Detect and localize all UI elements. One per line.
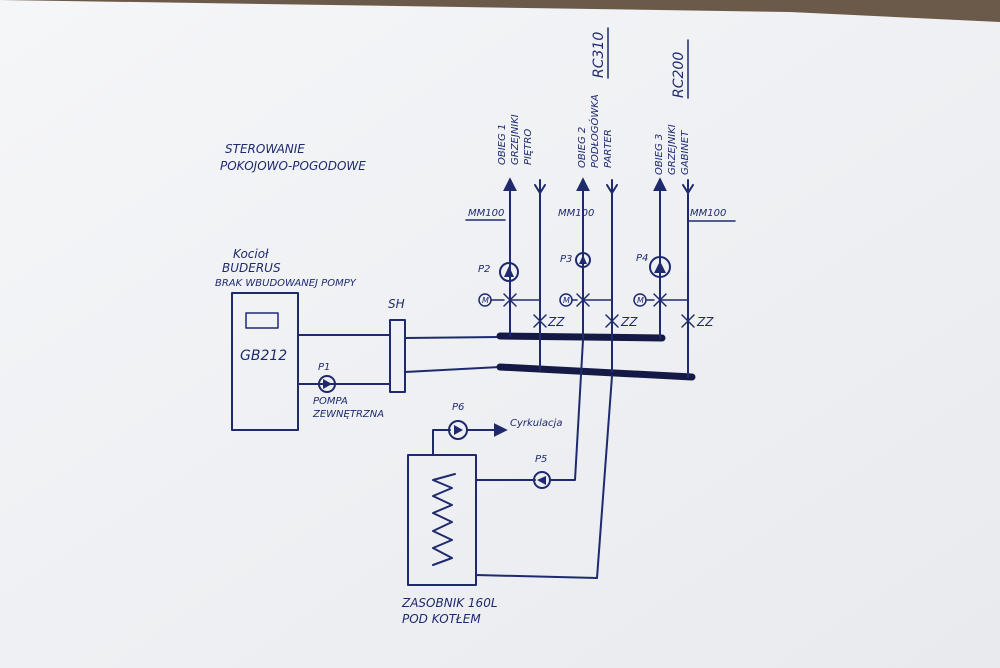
pump-p5-arrow-icon <box>537 476 546 485</box>
circuit-2-label-1: OBIEG 2 <box>577 127 588 168</box>
pump-p4-icon <box>649 256 671 278</box>
circuit-1-return-arrow-icon <box>534 184 546 194</box>
shutoff-valve-1-icon <box>533 314 547 328</box>
circuit-3: P4 M ZZ OBIEG 3 GRZEJNIKI GABINET RC200 … <box>633 39 736 378</box>
boiler-label-1: Kocioł <box>233 247 269 261</box>
supply-manifold <box>496 332 666 342</box>
title-line-1: STEROWANIE <box>225 142 305 156</box>
circuit-2-label-2: PODŁOGÓWKA <box>588 94 601 168</box>
module-2-label: MM100 <box>558 208 594 219</box>
circuit-3-label-1: OBIEG 3 <box>654 134 665 175</box>
pump-p5-label: P5 <box>535 454 547 465</box>
pump-p3-arrow-icon <box>579 255 587 264</box>
pump-p3-label: P3 <box>560 254 572 265</box>
p5-branch-pipe <box>549 339 584 481</box>
circuit-3-label: OBIEG 3 GRZEJNIKI GABINET <box>654 124 691 175</box>
circuit-1-label-2: GRZEJNIKI <box>510 114 521 165</box>
shutoff-valve-2-icon <box>605 314 619 328</box>
circuit-2-label-3: PARTER <box>603 129 614 168</box>
separator-label: SH <box>388 297 405 311</box>
shutoff-valve-3-label: ZZ <box>696 315 714 329</box>
circuit-2: P3 M ZZ OBIEG 2 PODŁOGÓWKA PARTER RC310 … <box>558 27 638 373</box>
pump-p1-desc-2: ZEWNĘTRZNA <box>312 409 384 420</box>
pump-p6-arrow-icon <box>454 425 463 435</box>
circulation-label: Cyrkulacja <box>510 418 562 429</box>
tank-coil-icon <box>432 473 456 566</box>
pump-p5: P5 <box>533 454 551 489</box>
boiler: Kocioł BUDERUS BRAK WBUDOWANEJ POMPY GB2… <box>215 247 357 431</box>
module-1-label: MM100 <box>468 208 504 219</box>
controller-rc310: RC310 <box>591 32 607 78</box>
controller-rc310-label: RC310 <box>591 32 607 78</box>
pump-p2-label: P2 <box>478 264 490 275</box>
pump-p6-label: P6 <box>452 402 464 413</box>
valve-motor-2-label: M <box>563 296 570 305</box>
boiler-model: GB212 <box>240 348 287 364</box>
boiler-label-3: BRAK WBUDOWANEJ POMPY <box>215 278 357 289</box>
pump-p2-icon <box>499 262 519 282</box>
circuit-1-label-3: PIĘTRO <box>523 129 534 165</box>
shutoff-valve-1-label: ZZ <box>547 315 565 329</box>
pump-p1-label: P1 <box>318 362 330 373</box>
valve-motor-1-label: M <box>482 296 489 305</box>
separator-body <box>389 319 406 393</box>
hydraulic-separator: SH <box>388 297 406 393</box>
hot-water-tank: ZASOBNIK 160L POD KOTŁEM <box>401 454 498 626</box>
circuit-3-label-2: GRZEJNIKI <box>667 124 678 175</box>
circuit-1: P2 M ZZ OBIEG 1 GRZEJNIKI PIĘTRO MM100 <box>465 114 565 371</box>
circuit-3-return-arrow-icon <box>682 184 694 194</box>
controller-rc200-label: RC200 <box>671 52 687 98</box>
boiler-display <box>245 312 279 329</box>
boiler-label-2: BUDERUS <box>222 261 281 275</box>
pump-p2-arrow-icon <box>504 266 514 277</box>
title-line-2: POKOJOWO-POGODOWE <box>220 159 366 173</box>
pump-p4-arrow-icon <box>654 261 666 273</box>
pump-p6-icon <box>448 420 468 440</box>
pump-p1-arrow-icon <box>323 379 332 389</box>
shutoff-valve-3-icon <box>681 314 695 328</box>
pump-p4-label: P4 <box>636 253 648 264</box>
tank-label-2: POD KOTŁEM <box>402 612 481 626</box>
controller-rc200: RC200 <box>671 52 687 98</box>
circuit-3-label-3: GABINET <box>680 130 691 175</box>
return-manifold <box>496 363 696 381</box>
pump-p6: P6 <box>448 402 468 440</box>
tank-body <box>407 454 477 586</box>
pump-p1: P1 POMPA ZEWNĘTRZNA <box>312 362 384 420</box>
module-3-label: MM100 <box>690 208 726 219</box>
title-block: STEROWANIE POKOJOWO-POGODOWE <box>220 142 366 173</box>
separator-return-pipe <box>404 366 501 373</box>
circuit-2-return-arrow-icon <box>606 184 618 194</box>
pump-p1-desc-1: POMPA <box>313 396 348 407</box>
circulation-pipe-1 <box>432 429 451 456</box>
circuit-1-label: OBIEG 1 GRZEJNIKI PIĘTRO <box>497 114 534 165</box>
boiler-body <box>231 292 299 431</box>
pump-p1-icon <box>318 375 336 393</box>
pump-p3-icon <box>575 252 591 268</box>
circuit-1-label-1: OBIEG 1 <box>497 124 508 165</box>
valve-motor-3-label: M <box>637 296 644 305</box>
circuit-2-label: OBIEG 2 PODŁOGÓWKA PARTER <box>577 94 614 168</box>
tank-label-1: ZASOBNIK 160L <box>401 596 498 610</box>
pump-p5-icon <box>533 471 551 489</box>
tank-coil-return-pipe <box>475 375 613 579</box>
shutoff-valve-2-label: ZZ <box>620 315 638 329</box>
separator-supply-pipe <box>404 336 501 339</box>
